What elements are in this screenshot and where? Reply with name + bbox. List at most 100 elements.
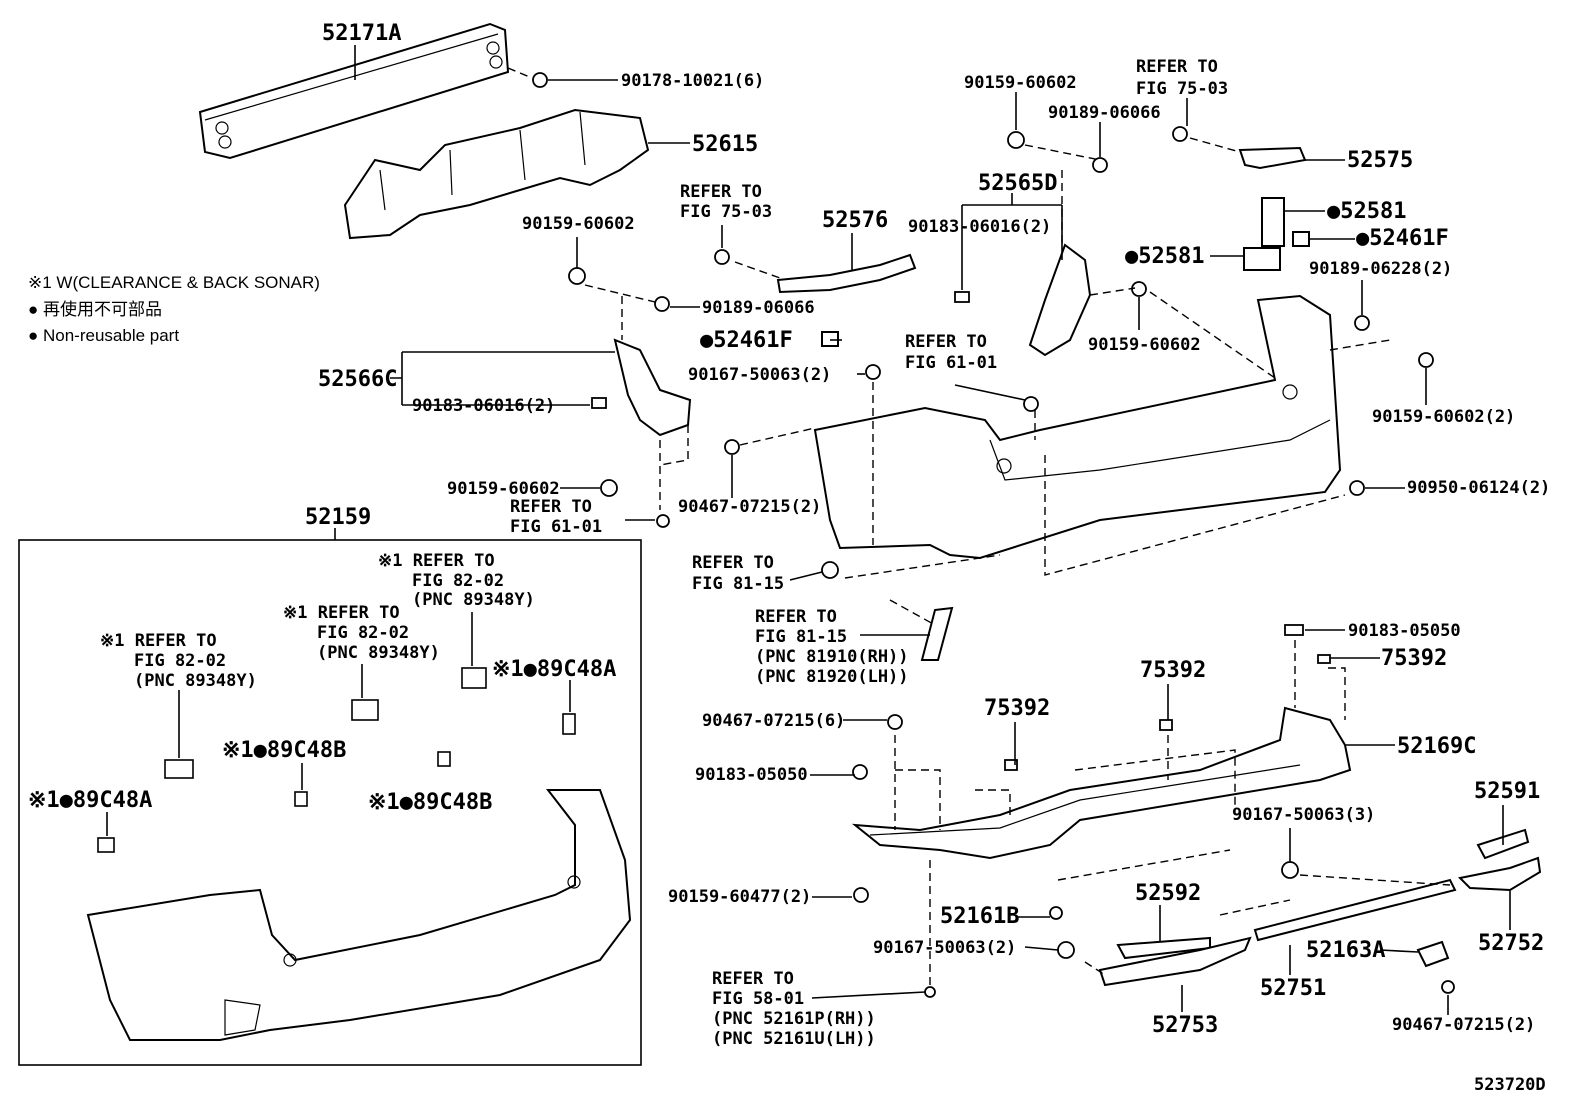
- legend-note-sonar: ※1 W(CLEARANCE & BACK SONAR): [28, 273, 320, 292]
- inset-box: [18, 539, 642, 1066]
- label-90159-60602-b: 90159-60602: [447, 479, 560, 499]
- label-89C48A-b: ※1●89C48A: [28, 788, 152, 813]
- label-90467-07215-c: 90467-07215(2): [1392, 1015, 1535, 1035]
- label-ref-82-b2: FIG 82-02: [317, 623, 409, 643]
- label-52751: 52751: [1260, 976, 1326, 1001]
- label-ref-82-a1: ※1 REFER TO: [100, 631, 217, 651]
- label-refer-81-a2: FIG 81-15: [692, 574, 784, 594]
- label-ref-82-c1: ※1 REFER TO: [378, 551, 495, 571]
- label-refer-75-a2: FIG 75-03: [680, 202, 772, 222]
- label-89C48A-a: ※1●89C48A: [492, 657, 616, 682]
- label-52566C: 52566C: [318, 367, 397, 392]
- label-90189-06228: 90189-06228(2): [1309, 259, 1452, 279]
- label-90183-05050-b: 90183-05050: [695, 765, 808, 785]
- bumper-cover-drawing: [813, 294, 1342, 560]
- label-refer-81-b1: REFER TO: [755, 607, 837, 627]
- label-52592: 52592: [1135, 881, 1201, 906]
- label-75392-a: 75392: [1381, 646, 1447, 671]
- energy-absorber-drawing: [343, 108, 650, 240]
- label-90167-50063-b: 90167-50063(3): [1232, 805, 1375, 825]
- label-90183-06016-b: 90183-06016(2): [908, 217, 1051, 237]
- label-52576: 52576: [822, 208, 888, 233]
- label-90159-60602-c: 90159-60602: [964, 73, 1077, 93]
- label-refer-58-3: (PNC 52161P(RH)): [712, 1009, 876, 1029]
- label-refer-58-2: FIG 58-01: [712, 989, 804, 1009]
- label-90467-07215-a: 90467-07215(2): [678, 497, 821, 517]
- label-90183-06016-a: 90183-06016(2): [412, 396, 555, 416]
- label-90159-60602-e: 90159-60602(2): [1372, 407, 1515, 427]
- figure-code: 523720D: [1474, 1075, 1546, 1095]
- leader-lines: [354, 45, 1511, 1015]
- label-refer-61-a1: REFER TO: [510, 497, 592, 517]
- reflex-lamp-drawing: [920, 606, 954, 661]
- label-75392-b: 75392: [1140, 658, 1206, 683]
- label-ref-82-b3: (PNC 89348Y): [317, 643, 440, 663]
- label-52161B: 52161B: [940, 904, 1019, 929]
- pad-52581-lower: [1243, 247, 1281, 271]
- label-refer-81-a1: REFER TO: [692, 553, 774, 573]
- label-refer-61-b1: REFER TO: [905, 332, 987, 352]
- label-52615: 52615: [692, 132, 758, 157]
- label-89C48B-a: ※1●89C48B: [222, 738, 346, 763]
- label-refer-75-b1: REFER TO: [1136, 57, 1218, 77]
- label-refer-75-b2: FIG 75-03: [1136, 79, 1228, 99]
- label-refer-61-a2: FIG 61-01: [510, 517, 602, 537]
- label-ref-82-b1: ※1 REFER TO: [283, 603, 400, 623]
- label-52591: 52591: [1474, 779, 1540, 804]
- label-52159: 52159: [305, 505, 371, 530]
- inset-clips: [97, 667, 576, 853]
- label-52169C: 52169C: [1397, 734, 1476, 759]
- lower-molding-center-drawing: [1253, 878, 1457, 942]
- label-52461F-a: ●52461F: [700, 328, 793, 353]
- label-90167-50063-a: 90167-50063(2): [688, 365, 831, 385]
- label-52461F-b: ●52461F: [1356, 226, 1449, 251]
- label-ref-82-a2: FIG 82-02: [134, 651, 226, 671]
- label-ref-82-a3: (PNC 89348Y): [134, 671, 257, 691]
- label-75392-c: 75392: [984, 696, 1050, 721]
- label-52565D: 52565D: [978, 171, 1057, 196]
- label-90183-05050-a: 90183-05050: [1348, 621, 1461, 641]
- label-90178-10021: 90178-10021(6): [621, 71, 764, 91]
- fasteners: [532, 72, 1455, 998]
- label-90189-06066-b: 90189-06066: [1048, 103, 1161, 123]
- label-52581-a: ●52581: [1327, 199, 1406, 224]
- lower-spoiler-drawing: [851, 706, 1352, 860]
- label-refer-58-1: REFER TO: [712, 969, 794, 989]
- label-89C48B-b: ※1●89C48B: [368, 790, 492, 815]
- label-90167-50063-c: 90167-50063(2): [873, 938, 1016, 958]
- label-52171A: 52171A: [322, 21, 401, 46]
- label-refer-81-b4: (PNC 81920(LH)): [755, 667, 909, 687]
- pad-52581-upper: [1261, 197, 1285, 247]
- label-ref-82-c2: FIG 82-02: [412, 571, 504, 591]
- label-90950-06124: 90950-06124(2): [1407, 478, 1550, 498]
- retainer-rh-drawing: [1238, 146, 1307, 170]
- rh-bracket-drawing: [1028, 243, 1092, 357]
- label-ref-82-c3: (PNC 89348Y): [412, 590, 535, 610]
- label-90159-60477: 90159-60477(2): [668, 887, 811, 907]
- label-refer-81-b3: (PNC 81910(RH)): [755, 647, 909, 667]
- pad-52461F-right: [1292, 231, 1310, 247]
- label-52575: 52575: [1347, 148, 1413, 173]
- reinforcement-beam-drawing: [198, 22, 510, 160]
- pad-52461F-left: [821, 331, 839, 347]
- guide-lines: [507, 67, 1451, 985]
- label-90159-60602-d: 90159-60602: [1088, 335, 1201, 355]
- label-52753: 52753: [1152, 1013, 1218, 1038]
- label-refer-75-a1: REFER TO: [680, 182, 762, 202]
- label-90189-06066-a: 90189-06066: [702, 298, 815, 318]
- legend-note-japanese: ● 再使用不可部品: [28, 299, 162, 319]
- label-refer-61-b2: FIG 61-01: [905, 353, 997, 373]
- lower-molding-rh-drawing: [1457, 856, 1542, 892]
- label-52163A: 52163A: [1306, 938, 1385, 963]
- label-52581-b: ●52581: [1125, 244, 1204, 269]
- lh-bracket-drawing: [613, 338, 692, 437]
- label-90467-07215-b: 90467-07215(6): [702, 711, 845, 731]
- retainer-lh-drawing: [776, 253, 917, 294]
- lower-molding-lh-drawing: [1098, 936, 1252, 987]
- inset-leaders: [106, 612, 571, 836]
- label-90159-60602-a: 90159-60602: [522, 214, 635, 234]
- label-refer-58-4: (PNC 52161U(LH)): [712, 1029, 876, 1049]
- cover-52163A-drawing: [1416, 940, 1450, 968]
- inset-bumper-drawing: [86, 789, 632, 1041]
